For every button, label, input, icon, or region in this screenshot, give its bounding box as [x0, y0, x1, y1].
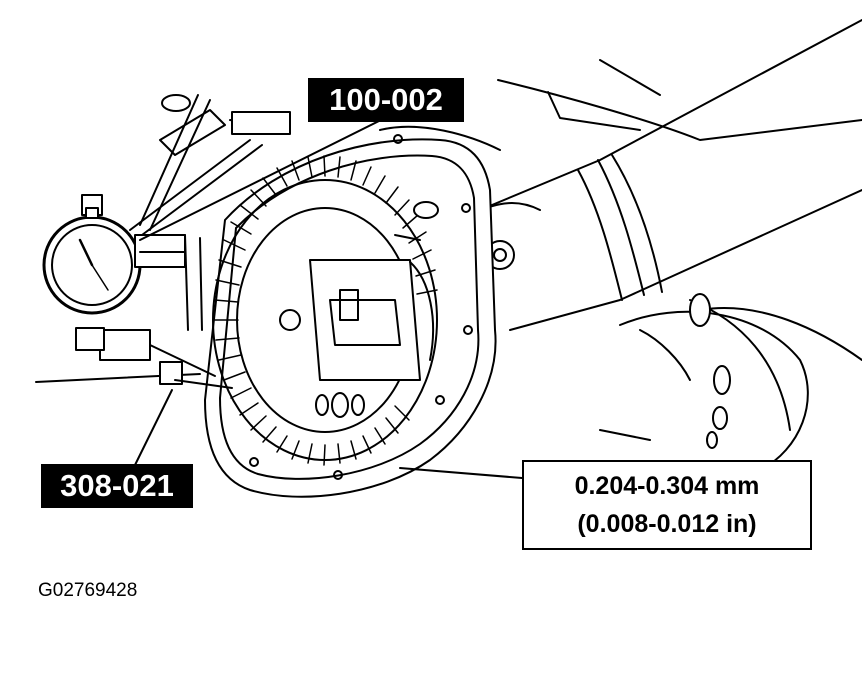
spec-metric: 0.204-0.304 mm — [574, 472, 760, 500]
differential-case — [279, 201, 439, 418]
leader-100-002 — [139, 117, 386, 241]
axle-tube — [469, 19, 862, 331]
figure-id: G02769428 — [38, 580, 138, 601]
axle-housing-outline — [35, 59, 862, 471]
spec-imperial: (0.008-0.012 in) — [577, 510, 757, 538]
leader-lines — [134, 117, 523, 479]
tool-label-308-021: 308-021 — [41, 464, 193, 508]
leader-308-021 — [134, 389, 173, 466]
tool-label-100-002: 100-002 — [308, 78, 464, 122]
backlash-specification-box: 0.204-0.304 mm (0.008-0.012 in) — [522, 460, 812, 550]
mounting-bracket — [129, 94, 291, 331]
leader-spec — [399, 467, 523, 479]
dial-indicator — [42, 194, 233, 389]
